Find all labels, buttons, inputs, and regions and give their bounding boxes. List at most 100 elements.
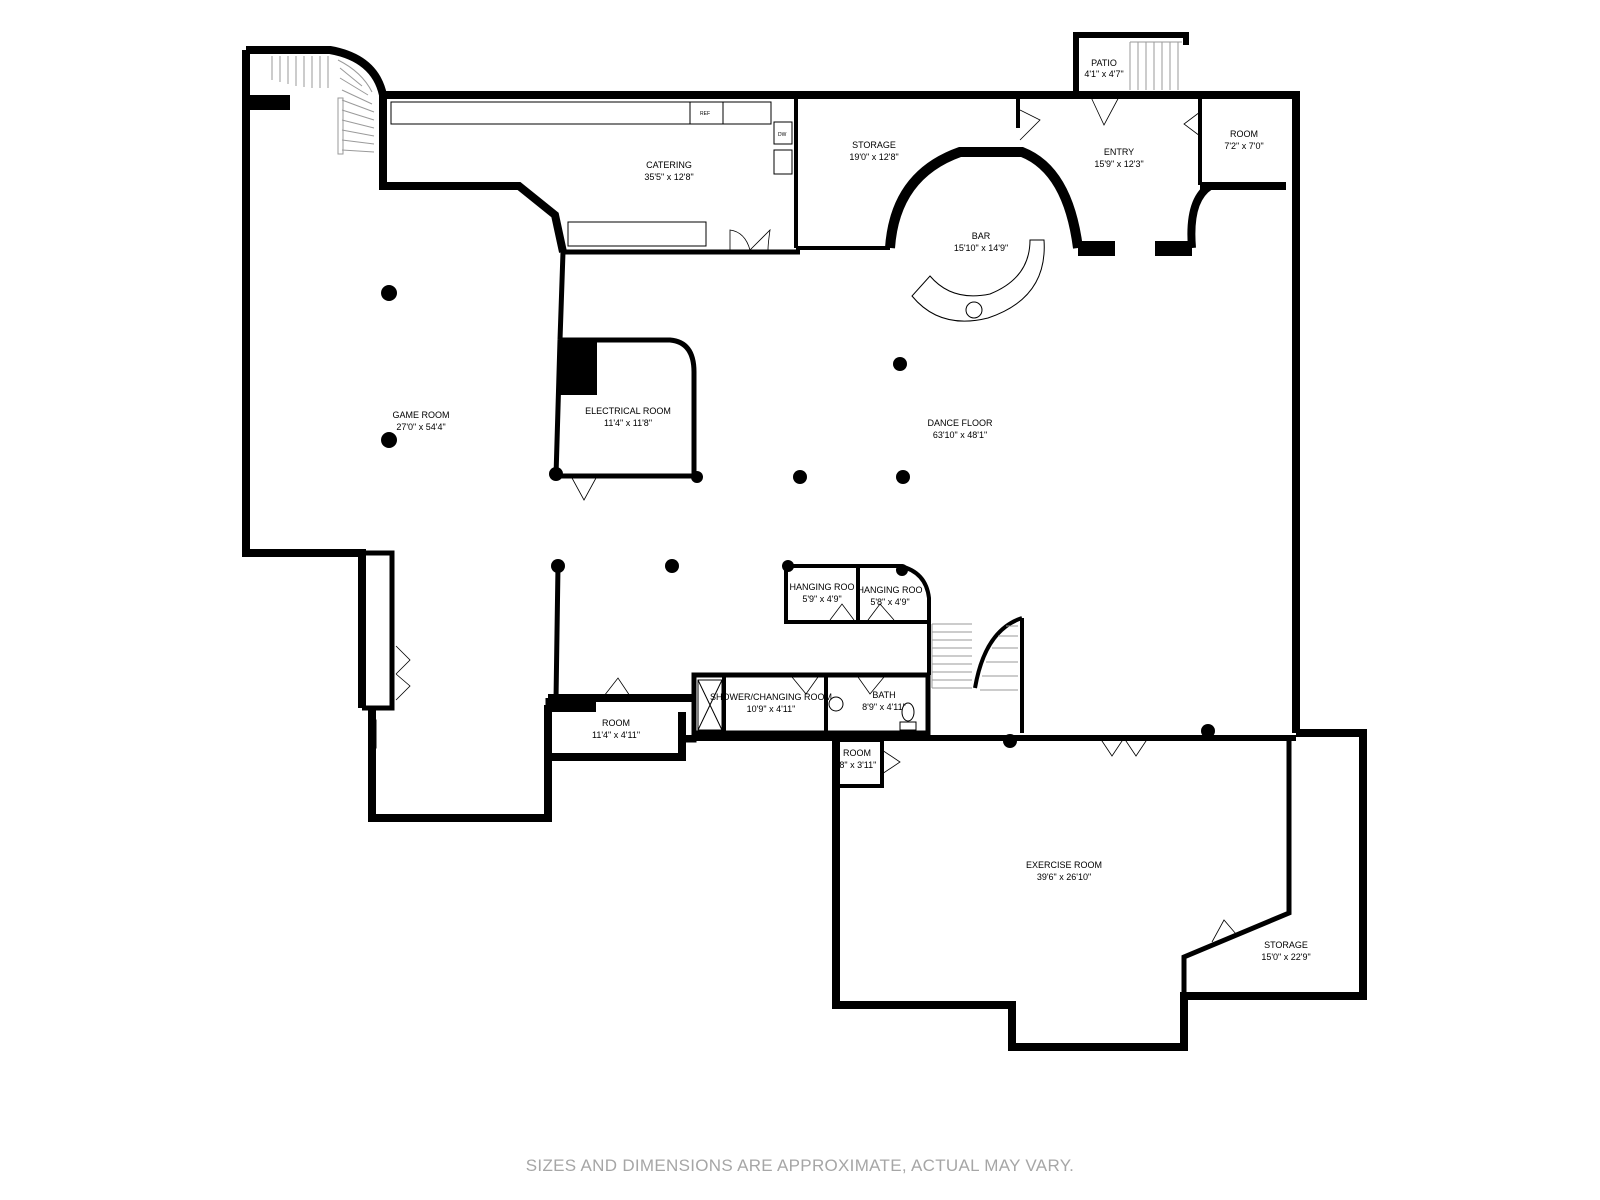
bar-counter — [911, 239, 1045, 322]
bath-sink — [828, 696, 844, 712]
wall-blocks — [250, 95, 1192, 712]
columns — [381, 285, 1215, 748]
storage-top-name: STORAGE — [852, 140, 896, 150]
game-room-name: GAME ROOM — [392, 410, 449, 420]
room-small-name: ROOM — [602, 718, 630, 728]
column — [665, 559, 679, 573]
wall-block — [548, 700, 596, 712]
room-small-size: 11'4" x 4'11" — [592, 730, 640, 740]
door — [1019, 109, 1041, 141]
dishwasher — [773, 121, 793, 145]
door — [857, 676, 885, 695]
window — [369, 719, 377, 749]
closet-wall — [840, 738, 884, 788]
electrical-room-name: ELECTRICAL ROOM — [585, 406, 671, 416]
fixtures — [243, 101, 1045, 749]
stair-treads-se — [931, 623, 972, 689]
bar-name: BAR — [972, 231, 991, 241]
game-room-wall — [246, 46, 567, 253]
shower-changing-size: 10'9" x 4'11" — [747, 704, 796, 714]
bath-size: 8'9" x 4'11" — [862, 702, 906, 712]
hanging-room-1-name: HANGING ROO — [789, 582, 854, 592]
north-wall-east — [1077, 91, 1300, 733]
window — [243, 315, 250, 349]
wall-block — [250, 95, 290, 110]
door — [791, 676, 819, 695]
column — [896, 564, 908, 576]
catering-size: 35'5" x 12'8" — [644, 172, 693, 182]
exercise-room-inner-wall — [1181, 738, 1292, 996]
refrigerator-label: REF — [700, 111, 710, 117]
dishwasher-label: DW — [778, 132, 787, 138]
toilet — [901, 702, 915, 722]
door — [829, 603, 855, 621]
stair-rail-nw — [337, 97, 344, 155]
door — [881, 749, 901, 775]
door — [1211, 919, 1237, 943]
catering-name: CATERING — [646, 160, 692, 170]
catering-counter-bottom — [567, 221, 707, 247]
electrical-room-size: 11'4" x 11'8" — [604, 418, 652, 428]
toilet-tank — [899, 721, 917, 731]
bath-name: BATH — [872, 690, 895, 700]
entry-size: 15'9" x 12'3" — [1094, 159, 1143, 169]
stair-treads-nw — [271, 56, 329, 88]
shower-changing-name: SHOWER/CHANGING ROOM — [710, 692, 832, 702]
column — [793, 470, 807, 484]
hanging-room-2-size: 5'8" x 4'9" — [870, 597, 909, 607]
column — [896, 470, 910, 484]
electrical-room-wall — [553, 337, 697, 479]
door — [1183, 111, 1201, 137]
door — [749, 228, 771, 251]
door — [1099, 737, 1149, 757]
column — [782, 560, 794, 572]
walls — [242, 32, 1367, 1051]
bar-wall — [885, 147, 1083, 249]
patio-size: 4'1" x 4'7" — [1084, 69, 1123, 79]
disclaimer-text: SIZES AND DIMENSIONS ARE APPROXIMATE, AC… — [525, 1156, 1075, 1175]
patio-name: PATIO — [1091, 58, 1117, 68]
column — [691, 471, 703, 483]
catering-counter-top — [390, 101, 772, 125]
column — [551, 559, 565, 573]
shower-x — [697, 679, 723, 731]
stair-curve-nw — [337, 59, 375, 153]
entry-name: ENTRY — [1104, 147, 1134, 157]
hanging-room-2-name: HANGING ROO — [857, 585, 922, 595]
exercise-room-wall — [832, 729, 1367, 1051]
room-closet-name: ROOM — [843, 748, 871, 758]
room-closet-size: '8" x 3'11" — [838, 760, 877, 770]
room-ne-name: ROOM — [1230, 129, 1258, 139]
game-room-size: 27'0" x 54'4" — [396, 422, 445, 432]
room-ne-size: 7'2" x 7'0" — [1224, 141, 1263, 151]
refrigerator — [689, 101, 724, 125]
exercise-room-size: 39'6" x 26'10" — [1037, 872, 1091, 882]
room-labels: GAME ROOM 27'0" x 54'4" CATERING 35'5" x… — [392, 58, 1310, 962]
door — [729, 229, 751, 251]
storage-se-name: STORAGE — [1264, 940, 1308, 950]
dance-floor-name: DANCE FLOOR — [927, 418, 993, 428]
door — [1089, 94, 1121, 126]
door — [571, 477, 597, 501]
stair-wall — [973, 616, 1024, 733]
door — [603, 677, 631, 697]
column — [549, 467, 563, 481]
column — [1003, 734, 1017, 748]
bar-size: 15'10" x 14'9" — [954, 243, 1008, 253]
stairs — [271, 41, 1182, 691]
wall-block — [560, 340, 597, 395]
exercise-room-name: EXERCISE ROOM — [1026, 860, 1102, 870]
wall-block — [1155, 241, 1192, 256]
storage-top-size: 19'0" x 12'8" — [849, 152, 898, 162]
column — [1201, 724, 1215, 738]
wall-block — [1078, 241, 1115, 256]
patio-wall — [1073, 32, 1189, 95]
bar-sink — [965, 301, 983, 319]
bath-divider — [722, 675, 828, 733]
stair-curve-se — [980, 625, 1018, 691]
storage-se-size: 15'0" x 22'9" — [1261, 952, 1310, 962]
door — [395, 645, 411, 701]
column — [381, 432, 397, 448]
shower-stall — [697, 679, 723, 731]
room-ne-south-wall — [1187, 182, 1286, 249]
